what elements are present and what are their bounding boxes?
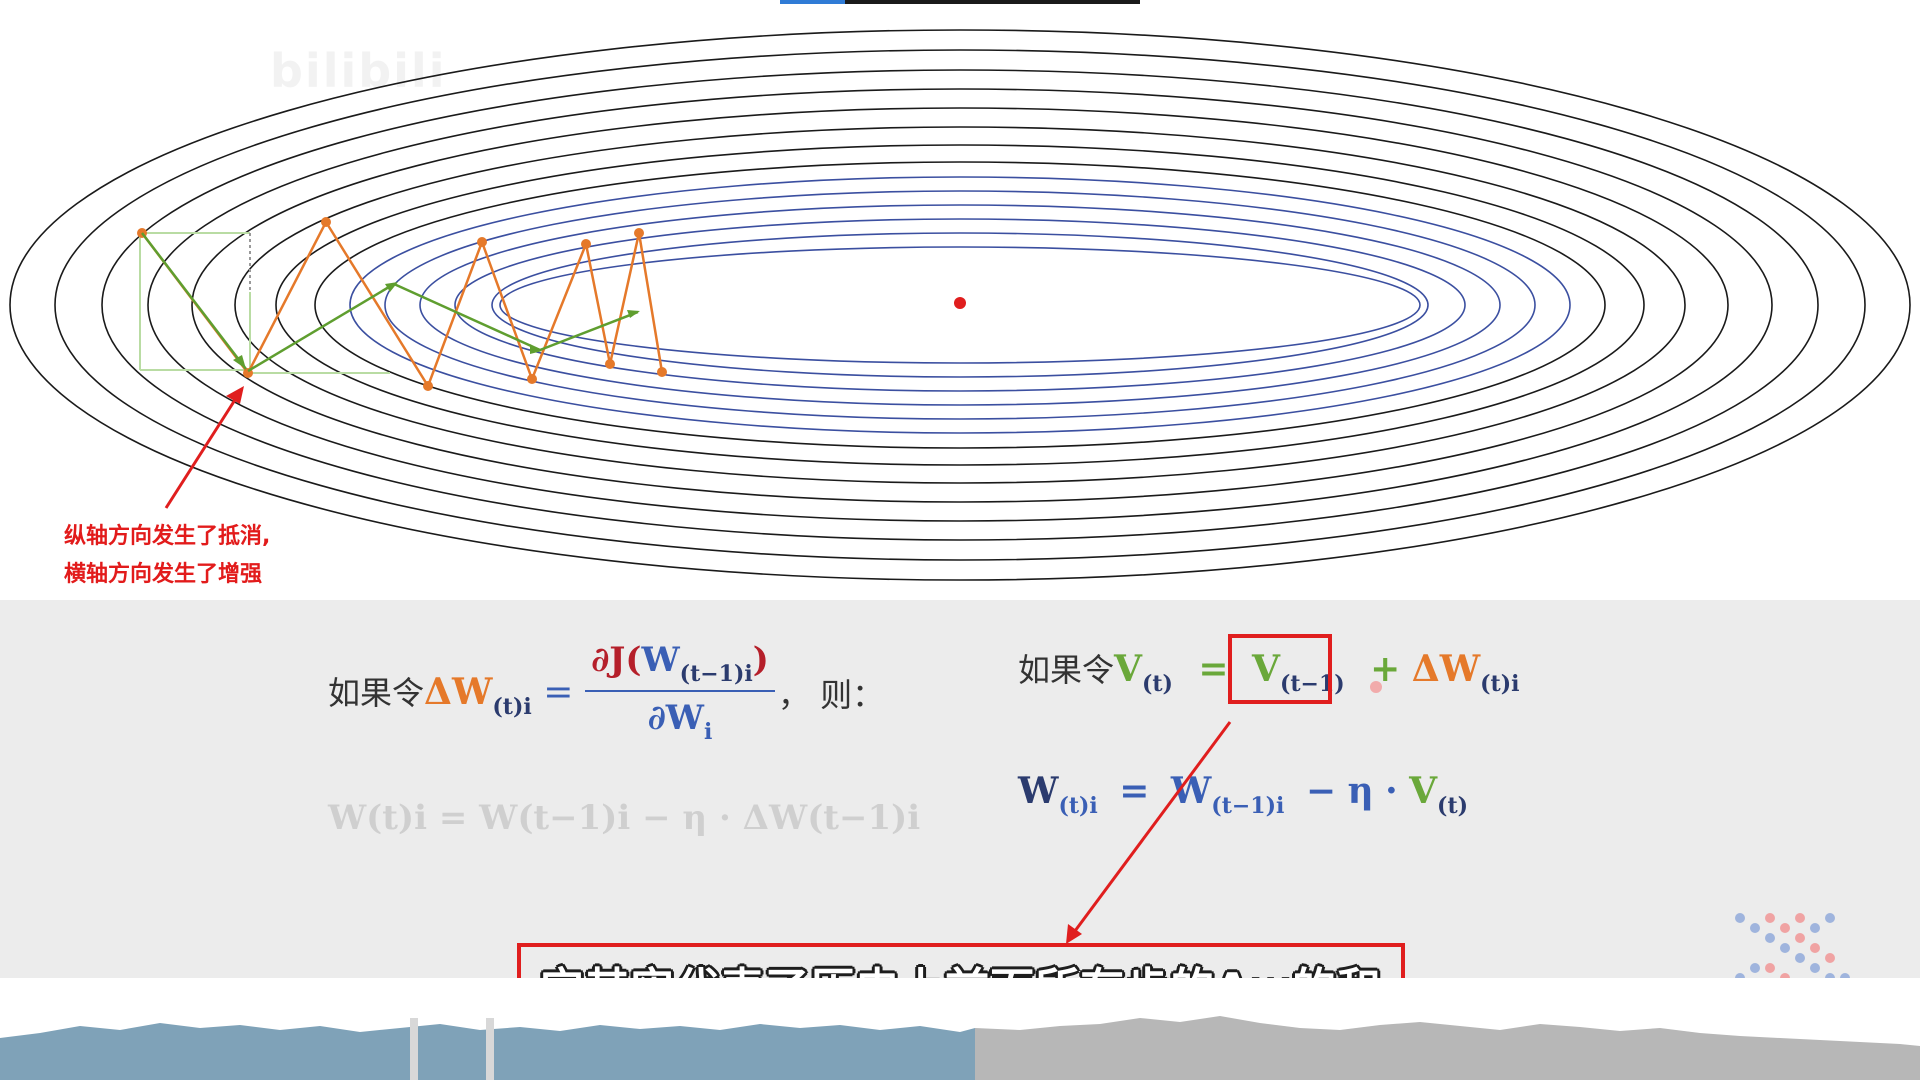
update-w-prev: W — [1170, 770, 1212, 812]
sgd-point — [581, 239, 591, 249]
contour-ring — [384, 190, 1536, 420]
formula-right-velocity: 如果令V(t) = V(t−1) + ΔW(t)i — [1018, 645, 1519, 697]
numerator-w: W — [641, 640, 680, 680]
formula-left-delta-w-sub: (t)i — [492, 694, 532, 720]
annotation-line-2: 横轴方向发生了增强 — [64, 562, 263, 587]
sgd-point — [423, 381, 433, 391]
formula-right-update: W(t)i = W(t−1)i − η · V(t) — [1018, 770, 1468, 819]
waveform-marker — [410, 1018, 418, 1080]
update-v: V — [1409, 770, 1438, 812]
video-progress-bar[interactable] — [780, 0, 1140, 4]
highlight-box-v-prev — [1228, 634, 1332, 704]
contour-ring — [234, 126, 1686, 484]
decomposition-guides — [139, 232, 390, 374]
update-v-sub: (t) — [1437, 793, 1469, 819]
contour-ring — [9, 29, 1911, 581]
formula-left-fraction: ∂J(W(t−1)i) ∂Wi — [585, 640, 775, 750]
update-w-sub: (t)i — [1058, 793, 1098, 819]
formula-right-delta-w: ΔW — [1411, 648, 1481, 690]
formula-left-suffix: ， 则： — [778, 676, 885, 714]
audio-waveform — [0, 978, 1920, 1080]
fraction-numerator: ∂J(W(t−1)i) — [585, 640, 775, 687]
annotation-arrowhead — [226, 386, 244, 404]
video-progress-fill — [780, 0, 845, 4]
sgd-point — [321, 217, 331, 227]
formula-right-v-sub: (t) — [1141, 671, 1173, 697]
contour-ring — [191, 107, 1729, 503]
sgd-path — [141, 219, 664, 389]
contour-ring — [454, 218, 1466, 392]
sgd-point — [657, 367, 667, 377]
sgd-points — [137, 217, 667, 391]
numerator-paren-close: ) — [752, 640, 769, 680]
contour-diagram — [9, 29, 1911, 581]
contour-ring — [275, 144, 1645, 466]
formula-right-delta-w-sub: (t)i — [1480, 671, 1520, 697]
minimum-point — [954, 297, 966, 309]
annotation-note: 纵轴方向发生了抵消, 横轴方向发生了增强 — [64, 518, 270, 594]
formula-left-equals: = — [543, 672, 574, 713]
annotation-arrow — [164, 391, 242, 509]
contour-ring — [54, 49, 1866, 561]
update-w-prev-sub: (t−1)i — [1211, 793, 1285, 819]
update-equals: = — [1119, 770, 1150, 812]
denominator-partial-w: ∂W — [647, 698, 704, 738]
contour-ring — [491, 232, 1429, 378]
formula-faded-sgd-update: W(t)i = W(t−1)i − η · ΔW(t−1)i — [328, 798, 921, 838]
formula-left-delta-w: ΔW — [424, 671, 493, 713]
fraction-bar — [585, 690, 775, 692]
sgd-point — [477, 237, 487, 247]
channel-logo-icon — [1735, 913, 1850, 983]
contour-ring — [147, 88, 1773, 522]
contour-ring — [101, 69, 1819, 541]
bilibili-watermark: bilibili — [60, 38, 444, 98]
formula-right-v-prev-sub: (t−1) — [1279, 671, 1345, 697]
outer-contours — [9, 29, 1911, 581]
sgd-point — [605, 359, 615, 369]
formula-right-equals: = — [1198, 648, 1229, 690]
inner-contours — [349, 176, 1571, 434]
numerator-paren-open: ( — [625, 640, 642, 680]
formula-right-v: V — [1114, 648, 1142, 690]
momentum-path — [141, 232, 639, 373]
formula-left-prefix: 如果令 — [328, 674, 425, 712]
update-dot: · — [1385, 770, 1398, 812]
momentum-arrowheads — [233, 282, 640, 369]
formula-area — [0, 600, 1920, 978]
sgd-point — [527, 374, 537, 384]
annotation-line-1: 纵轴方向发生了抵消, — [64, 524, 271, 549]
update-eta: η — [1347, 770, 1374, 812]
formula-right-v-prev: V — [1252, 648, 1280, 690]
denominator-sub: i — [704, 719, 713, 745]
contour-ring — [314, 161, 1606, 449]
sgd-point — [634, 228, 644, 238]
formula-right-plus: + — [1370, 648, 1401, 690]
fraction-denominator: ∂Wi — [585, 698, 775, 745]
watermark-brand: bilibili — [270, 44, 447, 98]
update-minus: − — [1305, 770, 1337, 812]
waveform-marker — [486, 1018, 494, 1080]
numerator-w-sub: (t−1)i — [679, 661, 753, 687]
contour-ring — [499, 246, 1421, 364]
formula-left: 如果令ΔW(t)i = — [328, 668, 573, 720]
contour-ring — [419, 204, 1501, 406]
formula-right-prefix: 如果令 — [1018, 651, 1115, 689]
update-w: W — [1018, 770, 1059, 812]
numerator-partial-j: ∂J — [591, 640, 626, 680]
contour-ring — [349, 176, 1571, 434]
waveform-unplayed — [975, 1016, 1920, 1080]
